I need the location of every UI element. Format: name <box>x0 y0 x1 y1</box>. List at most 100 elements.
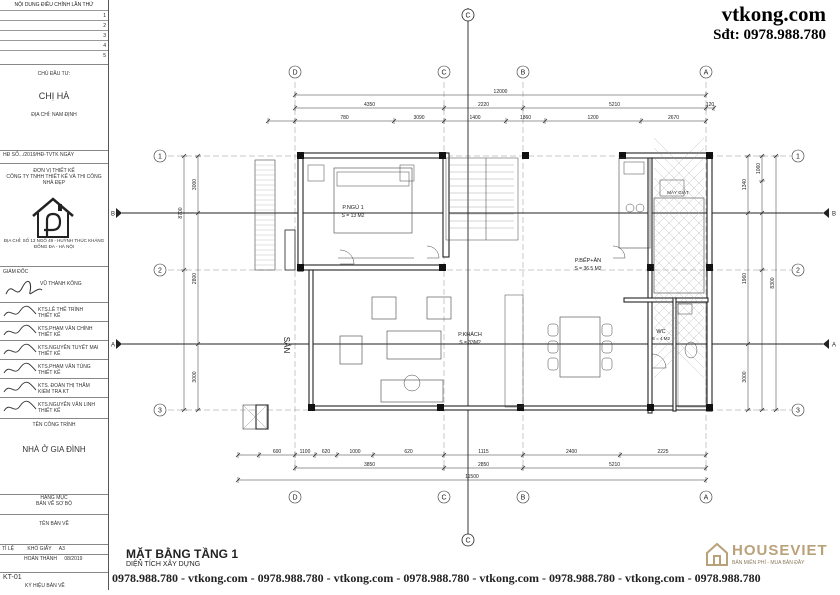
project-section: TÊN CÔNG TRÌNH NHÀ Ở GIA ĐÌNH <box>0 418 108 475</box>
column <box>297 152 304 159</box>
project-name: NHÀ Ở GIA ĐÌNH <box>22 445 86 454</box>
drawing-code-row: KT-01 KÝ HIỆU BẢN VẼ <box>0 572 108 590</box>
dim-label: 1115 <box>478 449 489 455</box>
section-bubble <box>461 533 475 547</box>
grid-label-a: A <box>704 70 709 77</box>
grid-label-c: C <box>441 495 446 502</box>
bed-pillows <box>336 171 410 187</box>
category-label: HẠNG MỤC <box>40 495 68 501</box>
dining-chair <box>601 323 613 337</box>
grid-bubble-c <box>437 65 451 79</box>
dim-label: 620 <box>404 449 413 455</box>
footer-contact: 0978.988.780 - vtkong.com - 0978.988.780… <box>112 571 761 585</box>
armchair <box>339 335 363 365</box>
dim-tick <box>745 210 751 216</box>
grid-label-a: A <box>704 495 709 502</box>
dim-tick <box>520 452 526 458</box>
dim-label: 3090 <box>413 115 424 121</box>
dim-label: 2225 <box>657 449 668 455</box>
grid-bubble-3 <box>791 403 805 417</box>
dim-tick <box>703 118 709 124</box>
dim-tick <box>759 210 765 216</box>
dim-tick <box>542 118 548 124</box>
dim-tick <box>265 118 271 124</box>
laundry-hatch <box>653 187 705 239</box>
dim-label: 3000 <box>742 371 748 382</box>
room-area-kitchen: S = 36.5 M2 <box>574 266 601 272</box>
wall <box>308 269 314 411</box>
dim-label: 3850 <box>364 462 375 468</box>
company-address-line1: ĐỊA CHỈ: SỐ 13 NGÕ 49 - HUỲNH THÚC KHÁNG <box>3 238 105 243</box>
grid-bubble-2 <box>791 263 805 277</box>
grid-bubble-c <box>437 490 451 504</box>
dim-tick <box>759 407 765 413</box>
dim-tick <box>703 452 709 458</box>
door-swing <box>612 245 626 259</box>
stair-block <box>445 157 519 241</box>
dim-label: 1060 <box>756 163 762 174</box>
license-number: HĐ SỐ.../2019/HĐ-TVTK NGÀY <box>0 150 108 160</box>
stove-burner <box>635 203 645 213</box>
dim-tick <box>711 105 717 111</box>
grid-bubble-2 <box>153 263 167 277</box>
dim-label: 2220 <box>478 102 489 108</box>
laundry-hatch <box>653 207 705 259</box>
dining-chair <box>547 340 559 354</box>
dim-label: 1860 <box>520 115 531 121</box>
houseviet-icon <box>706 542 728 566</box>
staff-task: THIẾT KẾ <box>38 313 61 319</box>
dim-tick <box>617 452 623 458</box>
dim-label: 5210 <box>609 462 620 468</box>
nightstand <box>399 164 415 182</box>
title-block: NỘI DUNG ĐIỀU CHỈNH LẦN THỨ 1 2 3 4 5 CH… <box>0 0 109 590</box>
dim-tick <box>745 341 751 347</box>
owner-label: CHỦ ĐẦU TƯ: <box>37 71 71 77</box>
dim-tick <box>292 452 298 458</box>
laundry-hatch <box>653 167 705 219</box>
column <box>706 404 713 411</box>
entry-hatch <box>242 404 268 430</box>
dim-tick <box>745 407 751 413</box>
dim-tick <box>195 407 201 413</box>
laundry-hatch <box>653 237 705 289</box>
nightstand <box>307 164 325 182</box>
column <box>439 264 446 271</box>
dim-label: 3000 <box>192 371 198 382</box>
grid-bubble-3 <box>153 403 167 417</box>
grid-bubble-a <box>699 490 713 504</box>
room-label-yard: SÂN <box>282 337 291 354</box>
laundry-hatch <box>653 307 705 359</box>
company-section: ĐƠN VỊ THIẾT KẾ CÔNG TY TNHH THIẾT KẾ VÀ… <box>0 163 108 264</box>
staff-task: KIỂM TRA KT <box>38 389 70 395</box>
room-area-living: S = 33M2 <box>459 340 481 346</box>
signature-icon <box>3 343 37 355</box>
brand-site: vtkong.com <box>721 2 826 26</box>
signature-icon <box>3 381 37 393</box>
company-name-line2: NHÀ ĐẸP <box>42 180 66 186</box>
category-value: BẢN VẼ SƠ BỘ <box>36 501 72 507</box>
dim-label: 8300 <box>770 277 776 288</box>
signature-icon <box>5 280 43 295</box>
dim-label: 2850 <box>478 462 489 468</box>
section-arrow <box>823 208 829 218</box>
dim-tick <box>441 465 447 471</box>
section-arrow <box>823 339 829 349</box>
section-label: C <box>465 13 470 20</box>
column <box>297 264 304 271</box>
section-arrow <box>116 339 122 349</box>
laundry-hatch <box>653 157 705 209</box>
company-label: ĐƠN VỊ THIẾT KẾ <box>33 168 75 174</box>
staff-name: KTS. ĐOÀN THỊ THẮM <box>38 383 90 389</box>
drawing-code-label: KÝ HIỆU BẢN VẼ <box>25 583 65 589</box>
signature-icon <box>3 362 37 374</box>
drawing-title: MẶT BẰNG TẦNG 1 <box>126 547 238 561</box>
revision-row: 3 <box>0 30 108 40</box>
staff-name: KTS.LÊ THẾ TRÌNH <box>38 307 84 313</box>
revision-row: 4 <box>0 40 108 50</box>
